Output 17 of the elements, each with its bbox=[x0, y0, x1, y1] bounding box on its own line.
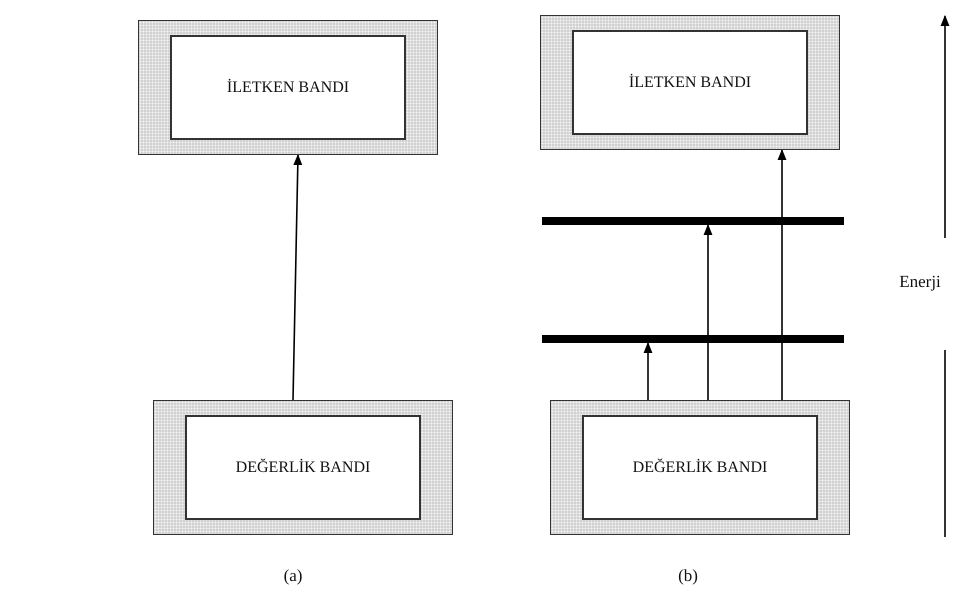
arrow bbox=[292, 154, 302, 400]
energy-band-box bbox=[153, 400, 453, 535]
axis-label: Enerji bbox=[899, 272, 941, 292]
energy-level-bar bbox=[542, 217, 844, 225]
arrow bbox=[704, 224, 712, 400]
panel-label: (a) bbox=[284, 566, 302, 586]
band-label: İLETKEN BANDI bbox=[170, 35, 406, 140]
arrow bbox=[644, 342, 652, 400]
panel-label: (b) bbox=[678, 566, 698, 586]
energy-band-box bbox=[550, 400, 850, 535]
band-label: DEĞERLİK BANDI bbox=[185, 415, 421, 520]
arrow bbox=[778, 148, 786, 400]
energy-level-bar bbox=[542, 335, 844, 343]
energy-band-box bbox=[540, 15, 840, 150]
energy-band-box bbox=[138, 20, 438, 155]
band-label: DEĞERLİK BANDI bbox=[582, 415, 818, 520]
band-label: İLETKEN BANDI bbox=[572, 30, 808, 135]
